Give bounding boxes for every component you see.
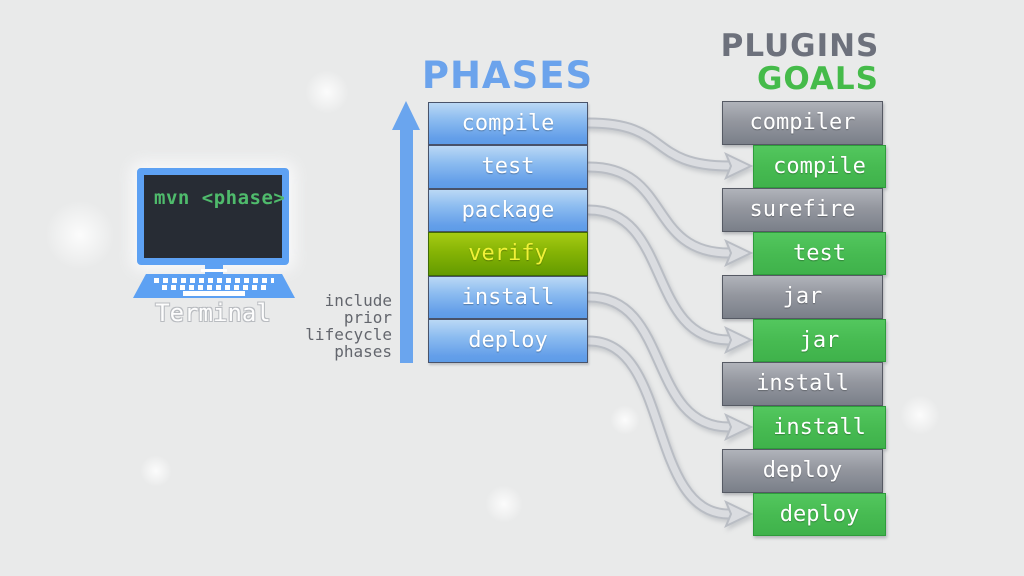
goals-title: GOALS [756,61,880,97]
connection-arrow-deploy-outline [583,335,735,520]
goal-box-deploy: deploy [753,492,886,536]
up-arrow-icon [400,129,413,363]
terminal-command: mvn <phase> [154,187,286,209]
note-line: prior [343,308,392,327]
connection-arrow-test [585,163,733,257]
keyboard-keys-row [154,278,274,283]
goal-box-test: test [753,231,886,275]
connection-arrow-deploy [585,337,733,518]
phase-box-compile: compile [428,101,588,145]
connection-arrow-package-outline [583,204,735,346]
background-speck [610,405,640,435]
note-line: include [324,291,392,310]
note-line: lifecycle [305,325,392,344]
connection-arrow-compile-outline [583,117,735,172]
phase-box-deploy: deploy [428,319,588,363]
keyboard-spacebar [183,291,245,296]
keyboard-icon [133,274,295,298]
arrowhead-icon [724,499,754,529]
background-speck [900,395,940,435]
connection-arrow-package [585,206,733,344]
connection-arrow-install-outline [583,291,735,433]
goal-box-install: install [753,405,886,449]
phase-box-package: package [428,188,588,232]
arrowhead-icon [724,238,754,268]
connection-arrow-install [585,293,733,431]
terminal-label: Terminal [155,299,271,327]
connection-arrow-test-outline [583,161,735,259]
arrowhead-icon [724,151,754,181]
up-arrow-head-icon [392,101,420,130]
connection-arrow-compile [585,119,733,170]
goal-box-jar: jar [753,318,886,362]
phase-box-verify-highlighted: verify [428,232,588,276]
plugin-box-install: install [722,362,883,406]
plugin-box-compiler: compiler [722,101,883,145]
goal-box-compile: compile [753,144,886,188]
background-speck [485,485,523,523]
plugin-box-jar: jar [722,275,883,319]
arrowhead-icon [724,412,754,442]
plugin-box-surefire: surefire [722,188,883,232]
phases-title: PHASES [421,54,594,97]
include-prior-note: include prior lifecycle phases [296,292,392,360]
phase-box-install: install [428,275,588,319]
plugins-title: PLUGINS [720,28,880,64]
phase-box-test: test [428,145,588,189]
arrowhead-icon [724,325,754,355]
plugin-box-deploy: deploy [722,449,883,493]
background-speck [140,455,172,487]
background-speck [305,70,349,114]
background-speck [45,200,115,270]
keyboard-keys-row [162,285,266,290]
note-line: phases [334,342,392,361]
terminal-monitor-icon: mvn <phase> [137,168,289,265]
monitor-stand-highlight [201,269,227,272]
